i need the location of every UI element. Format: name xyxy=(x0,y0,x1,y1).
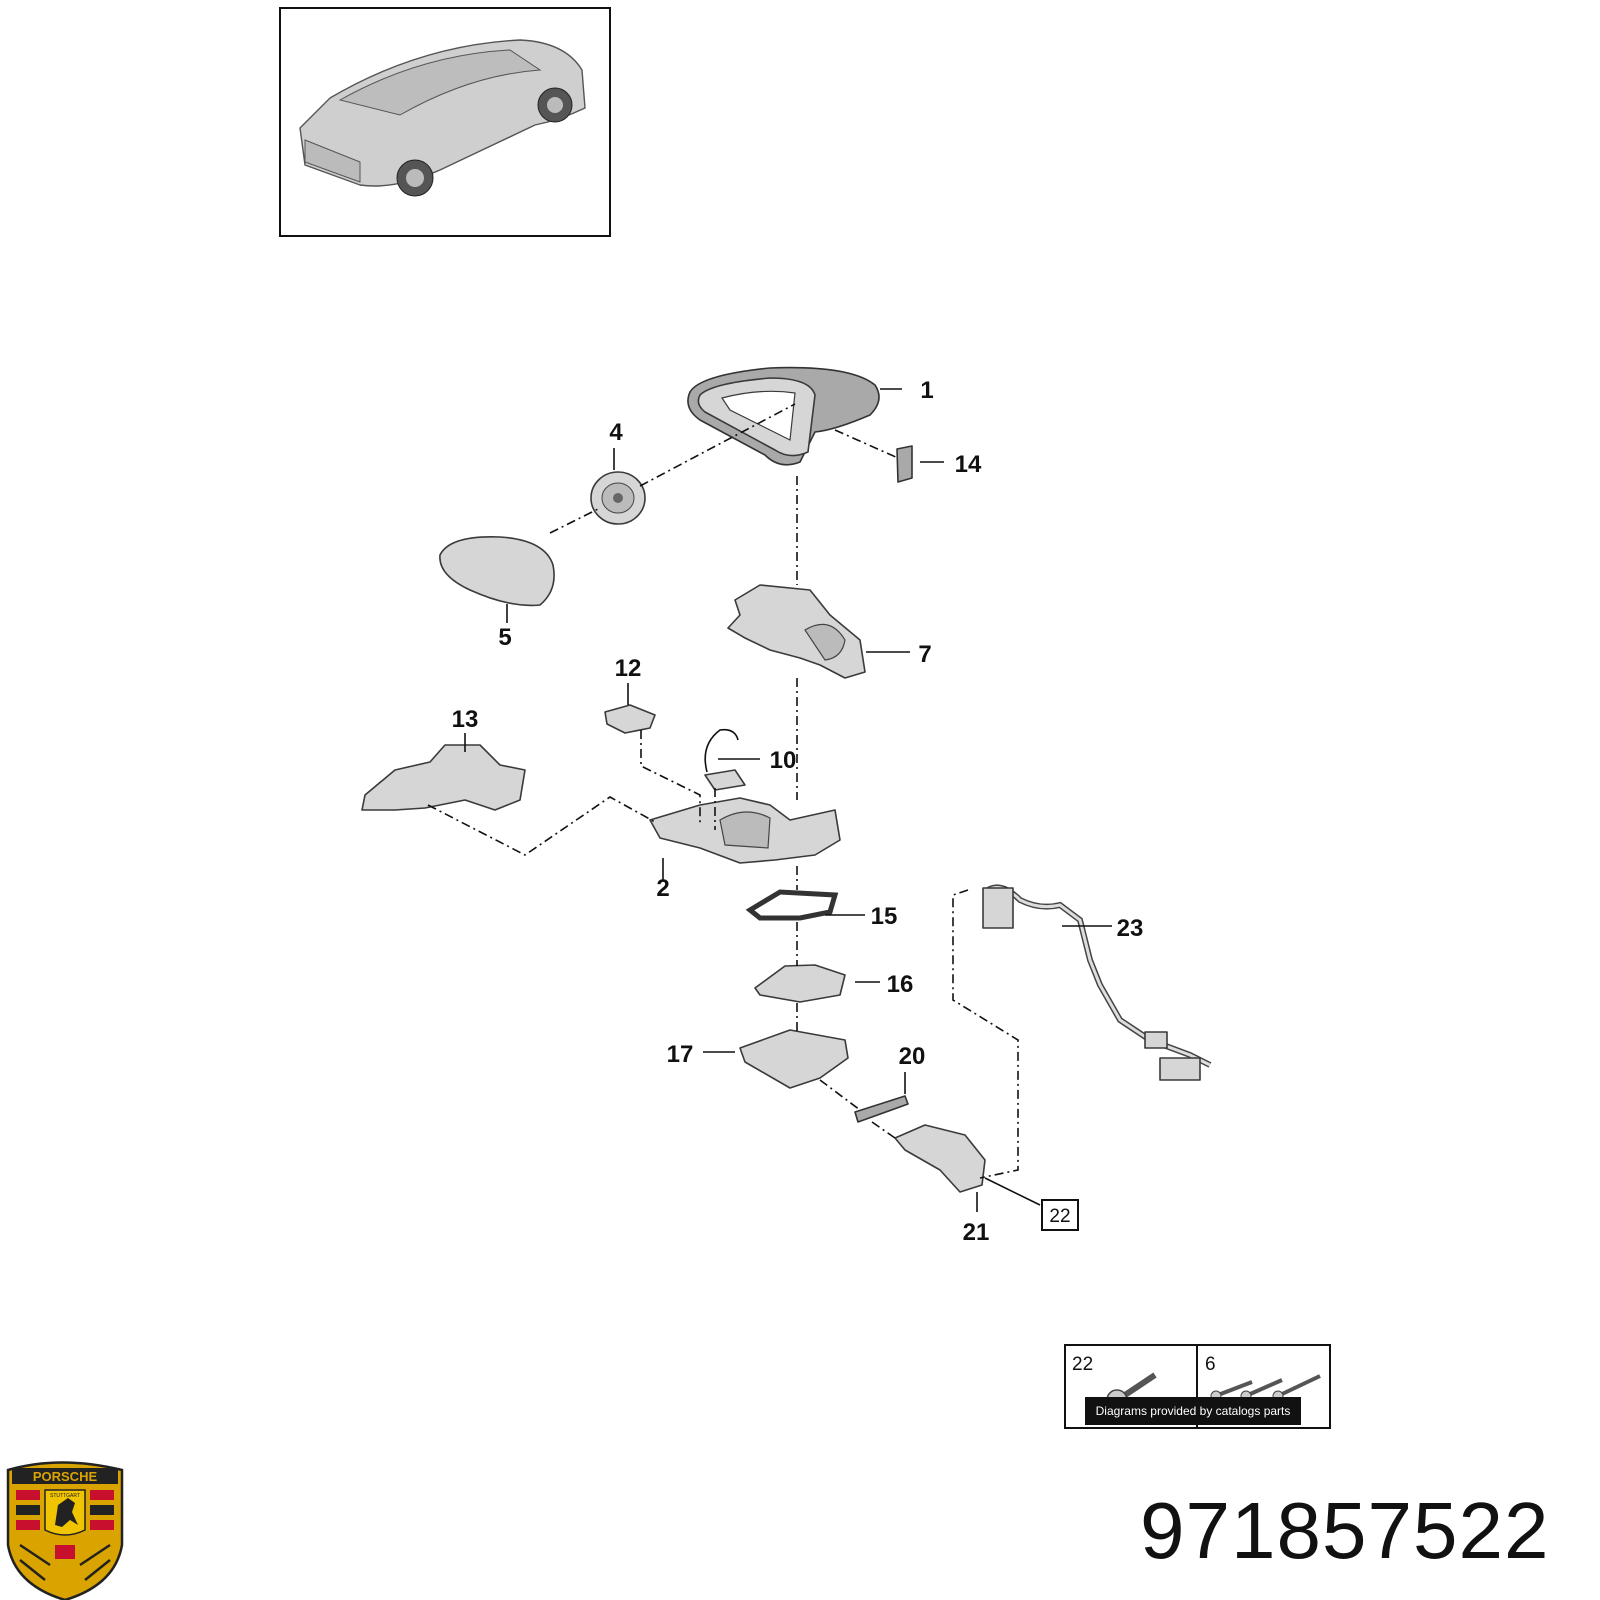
porsche-logo: PORSCHE STUTTGART xyxy=(6,1461,124,1600)
lower-cover-part xyxy=(739,1029,849,1089)
callout-5: 5 xyxy=(498,624,511,651)
callout-2: 2 xyxy=(656,875,669,902)
callout-12: 12 xyxy=(615,655,642,682)
part-number: 971857522 xyxy=(1140,1486,1550,1575)
callout-7: 7 xyxy=(918,641,931,668)
lamp-cover-part xyxy=(754,964,846,1003)
callout-10: 10 xyxy=(770,747,797,774)
callouts: 1 4 14 5 7 12 13 10 2 15 23 16 17 20 21 xyxy=(452,377,1144,1246)
callout-13: 13 xyxy=(452,706,479,733)
hardware-ref-6: 6 xyxy=(1205,1354,1216,1375)
boxed-ref-label: 22 xyxy=(1049,1206,1070,1227)
credit-banner: Diagrams provided by catalogs parts xyxy=(1085,1397,1301,1425)
connector-part xyxy=(604,704,656,734)
bracket-part xyxy=(727,584,866,679)
callout-17: 17 xyxy=(667,1041,694,1068)
svg-text:STUTTGART: STUTTGART xyxy=(50,1493,80,1499)
leader-lines xyxy=(427,388,1112,1212)
side-housing-part xyxy=(361,744,526,811)
callout-20: 20 xyxy=(899,1043,926,1070)
callout-16: 16 xyxy=(887,971,914,998)
hardware-ref-22: 22 xyxy=(1072,1354,1093,1375)
harness-clip-part xyxy=(704,769,746,791)
callout-14: 14 xyxy=(955,451,982,478)
boxed-ref-22: 22 xyxy=(1041,1199,1079,1231)
wiring-harness-part xyxy=(982,884,1212,1081)
light-strip-part xyxy=(854,1095,909,1123)
svg-text:PORSCHE: PORSCHE xyxy=(33,1469,98,1484)
camera-bracket-part xyxy=(894,1124,986,1193)
vehicle-thumbnail xyxy=(279,7,611,237)
mirror-glass-part xyxy=(439,536,555,607)
gasket-part xyxy=(745,889,839,921)
actuator-part xyxy=(590,471,646,525)
callout-1: 1 xyxy=(920,377,933,404)
clip-part xyxy=(896,445,913,483)
callout-21: 21 xyxy=(963,1219,990,1246)
callout-23: 23 xyxy=(1117,915,1144,942)
mirror-cap-part xyxy=(687,366,880,466)
callout-4: 4 xyxy=(609,419,623,446)
callout-15: 15 xyxy=(871,903,898,930)
